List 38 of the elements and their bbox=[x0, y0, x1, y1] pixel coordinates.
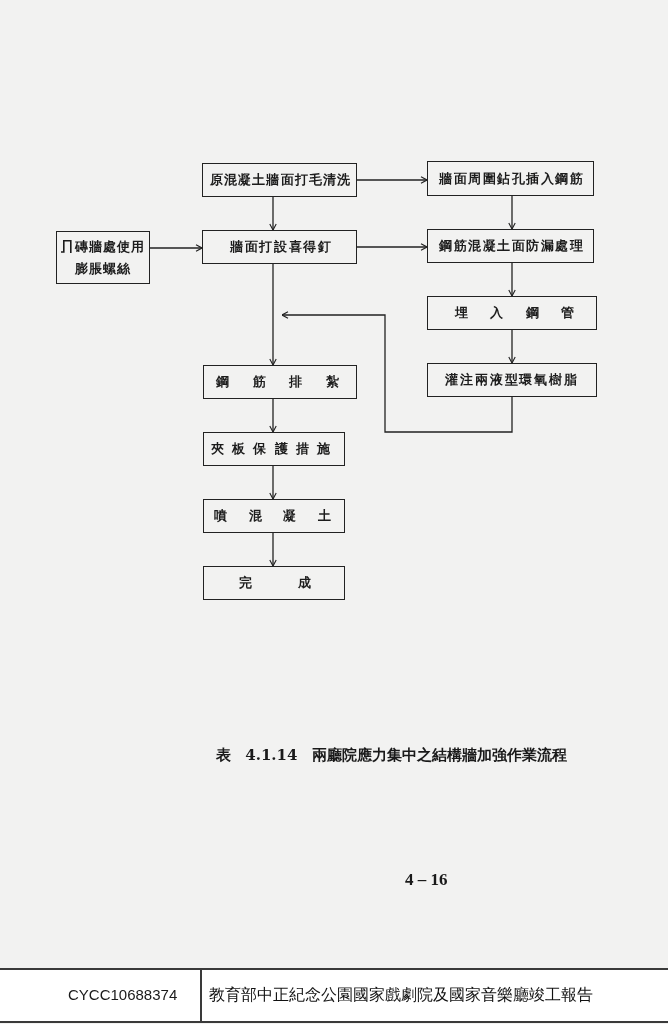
arrow bbox=[269, 263, 277, 366]
report-title: 教育部中正紀念公園國家戲劇院及國家音樂廳竣工報告 bbox=[209, 985, 593, 1006]
step-text: 完成 bbox=[239, 574, 311, 592]
process-box bbox=[202, 230, 357, 264]
arrow bbox=[356, 243, 428, 251]
arrow bbox=[269, 196, 277, 231]
process-box bbox=[427, 363, 597, 397]
step-text: 牆面周圍鉆孔插入鋼筋 bbox=[439, 169, 583, 188]
arrow bbox=[269, 398, 277, 433]
arrow bbox=[149, 244, 203, 252]
step-text: 鋼筋排紮 bbox=[216, 373, 339, 391]
arrow bbox=[269, 465, 277, 500]
page-number: 4 – 16 bbox=[405, 870, 448, 890]
process-box bbox=[427, 296, 597, 330]
step-text: 灌注兩液型環氧樹脂 bbox=[445, 371, 577, 389]
process-box bbox=[203, 432, 345, 466]
arrow bbox=[508, 329, 516, 364]
process-box bbox=[203, 365, 357, 399]
process-box bbox=[203, 566, 345, 600]
arrow bbox=[356, 176, 428, 184]
process-box bbox=[202, 163, 357, 197]
arrow bbox=[508, 195, 516, 230]
step-text: 磚牆處使用膨脹螺絲 bbox=[75, 237, 146, 278]
step-text: 鋼筋混凝土面防漏處理 bbox=[439, 237, 583, 255]
arrow bbox=[508, 262, 516, 297]
step-text: 埋入鋼管 bbox=[455, 304, 574, 322]
process-box bbox=[427, 229, 594, 263]
arrow bbox=[269, 532, 277, 567]
step-text: 原混凝土牆面打毛清洗 bbox=[210, 171, 350, 189]
process-box bbox=[56, 231, 150, 284]
step-text: 牆面打設喜得釘 bbox=[230, 238, 331, 256]
process-box bbox=[427, 161, 594, 196]
step-text: 噴混凝土 bbox=[214, 507, 331, 525]
process-box bbox=[203, 499, 345, 533]
figure-caption: 表 4.1.14 兩廳院應力集中之結構牆加強作業流程 bbox=[216, 746, 567, 765]
catalog-number: CYCC10688374 bbox=[68, 986, 178, 1003]
step-text: 夾板保護措施 bbox=[211, 440, 330, 458]
arrow bbox=[281, 311, 513, 433]
